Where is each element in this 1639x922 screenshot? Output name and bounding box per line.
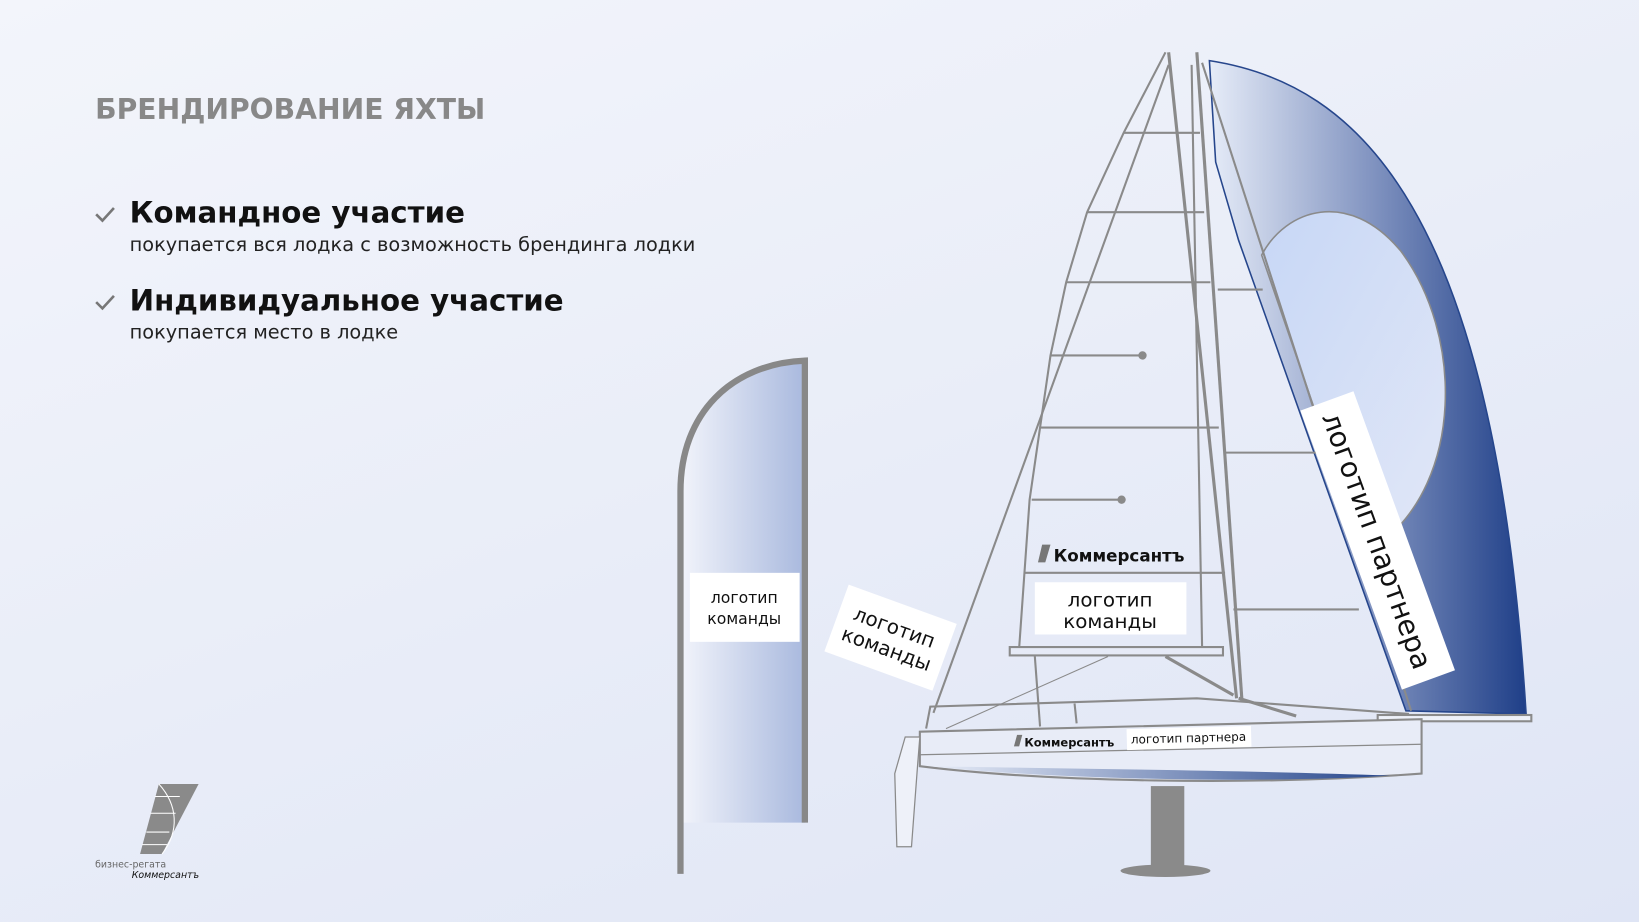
option-heading: Командное участие <box>130 196 465 230</box>
svg-text:логотип партнера: логотип партнера <box>1131 730 1247 747</box>
page-title: БРЕНДИРОВАНИЕ ЯХТЫ <box>95 93 485 126</box>
svg-text:бизнес-регата: бизнес-регата <box>95 860 166 871</box>
svg-text:Коммерсантъ: Коммерсантъ <box>1054 545 1185 565</box>
option-heading: Индивидуальное участие <box>130 283 564 317</box>
footer-logo: бизнес-регата Коммерсантъ <box>95 783 199 881</box>
hull-brand: Коммерсантъ <box>1013 734 1115 749</box>
mainsail-label: команды <box>1063 610 1157 633</box>
mainsail-label: логотип <box>1068 588 1153 611</box>
option-description: покупается место в лодке <box>130 321 399 344</box>
check-icon <box>95 294 115 311</box>
flag-label: логотип <box>711 588 778 607</box>
option-description: покупается вся лодка с возможность бренд… <box>130 233 696 256</box>
yacht <box>894 51 1533 878</box>
option-team: Командное участие покупается вся лодка с… <box>95 196 696 256</box>
option-individual: Индивидуальное участие покупается место … <box>95 283 564 344</box>
beach-flag: логотип команды <box>677 357 809 874</box>
check-icon <box>95 207 115 223</box>
bow-label: логотип команды <box>824 584 957 691</box>
hull-label: логотип партнера <box>1126 725 1252 751</box>
svg-text:Коммерсантъ: Коммерсантъ <box>1024 735 1114 749</box>
battens <box>1024 131 1359 611</box>
svg-text:Коммерсантъ: Коммерсантъ <box>132 870 199 881</box>
mainsail-brand: Коммерсантъ <box>1037 544 1185 565</box>
flag-label: команды <box>707 609 781 628</box>
